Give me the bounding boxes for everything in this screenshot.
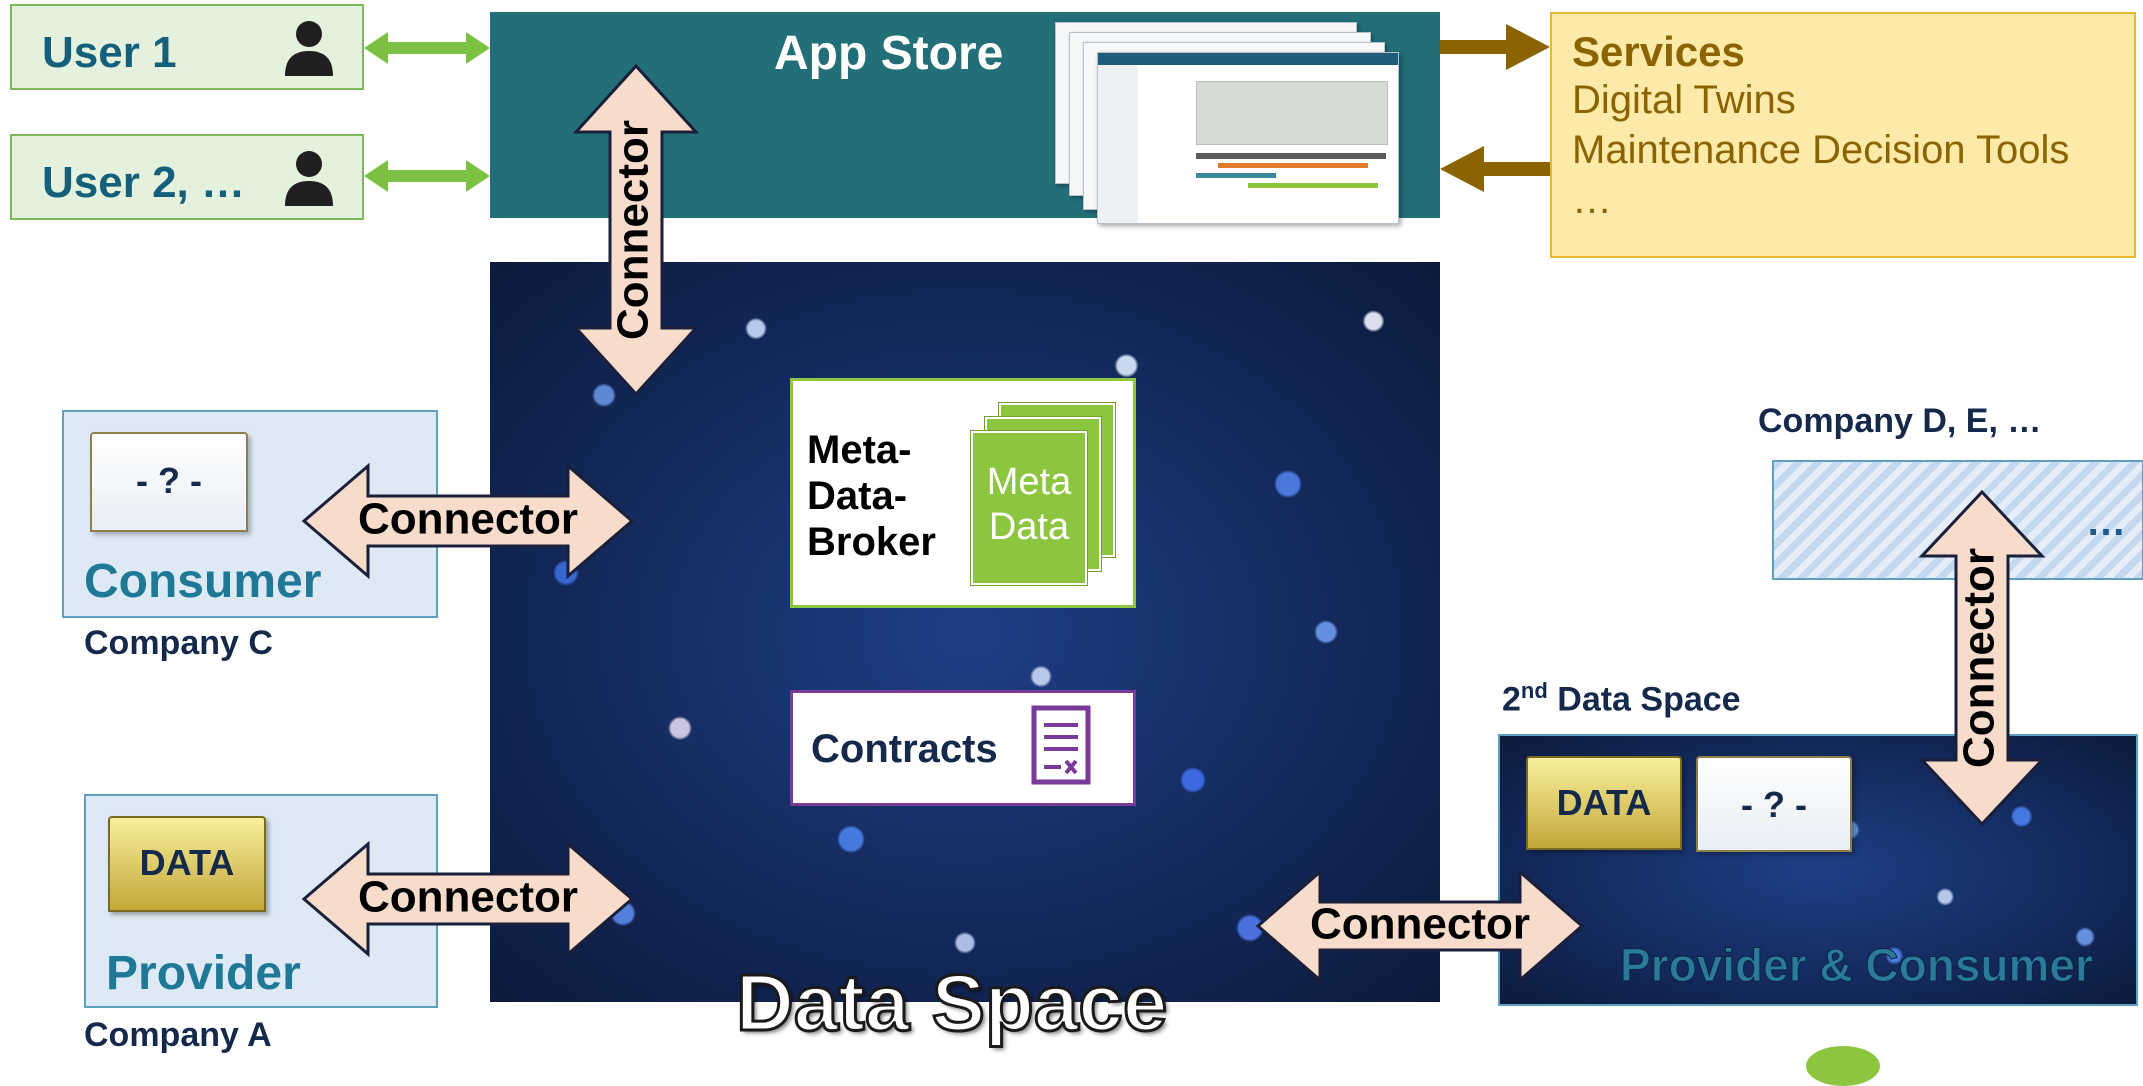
user-1-box: User 1 <box>10 4 364 90</box>
metadata-stack-icon: Meta Data <box>957 403 1117 593</box>
unknown-document-label: - ? - <box>136 460 202 501</box>
company-d-ellipsis: … <box>2086 500 2126 544</box>
metadata-icon-line: Data <box>988 506 1070 548</box>
unknown-document-icon: - ? - <box>90 432 248 532</box>
data-document-icon: DATA <box>108 816 266 912</box>
contracts-box: Contracts <box>790 690 1136 806</box>
user-2-label: User 2, … <box>42 158 245 207</box>
connector-company-d: Connector <box>1918 490 2046 826</box>
contracts-label: Contracts <box>811 727 998 771</box>
provider-label: Provider <box>106 947 301 1000</box>
app-store-title: App Store <box>774 27 1004 80</box>
connector-appstore: Connector <box>572 64 700 396</box>
user-1-double-arrow <box>364 32 490 64</box>
connector-second-space: Connector <box>1255 868 1585 984</box>
connector-label: Connector <box>1310 900 1530 949</box>
services-title: Services <box>1572 28 1745 75</box>
connector-label: Connector <box>609 120 658 340</box>
services-out-arrow <box>1440 24 1550 70</box>
app-screenshot-front <box>1097 52 1399 224</box>
data-document-label: DATA <box>1556 782 1652 823</box>
connector-provider: Connector <box>301 840 635 958</box>
company-d-label: Company D, E, … <box>1758 402 2042 440</box>
services-in-arrow <box>1440 146 1550 192</box>
company-a-label: Company A <box>84 1016 272 1054</box>
second-space-title: 2nd Data Space <box>1502 678 1741 719</box>
user-2-box: User 2, … <box>10 134 364 220</box>
consumer-label: Consumer <box>84 555 322 608</box>
second-data-space: DATA - ? - Provider & Consumer <box>1498 734 2138 1006</box>
services-item: … <box>1572 178 1612 222</box>
broker-label: Meta- Data- Broker <box>807 428 936 564</box>
user-1-label: User 1 <box>42 28 177 77</box>
data-document-icon: DATA <box>1526 756 1682 850</box>
metadata-icon-line: Meta <box>986 461 1072 503</box>
unknown-document-icon: - ? - <box>1696 756 1852 852</box>
services-item: Maintenance Decision Tools <box>1572 128 2070 172</box>
user-2-double-arrow <box>364 160 490 192</box>
decorative-green-circle <box>1806 1046 1880 1086</box>
connector-label: Connector <box>358 495 578 544</box>
meta-data-broker-box: Meta- Data- Broker Meta Data <box>790 378 1136 608</box>
connector-label: Connector <box>358 873 578 922</box>
services-box: Services Digital Twins Maintenance Decis… <box>1550 12 2136 258</box>
connector-consumer: Connector <box>301 462 635 580</box>
company-c-label: Company C <box>84 624 273 662</box>
services-item: Digital Twins <box>1572 78 1796 122</box>
provider-consumer-label: Provider & Consumer <box>1620 939 2094 992</box>
data-document-label: DATA <box>139 842 235 883</box>
app-screenshot-stack <box>1055 22 1405 224</box>
connector-label: Connector <box>1955 548 2004 768</box>
data-space-title: Data Space <box>734 957 1168 1049</box>
unknown-document-label: - ? - <box>1741 784 1807 825</box>
person-icon <box>285 151 333 206</box>
contract-icon <box>1031 705 1091 785</box>
map-thumbnail <box>1196 81 1388 145</box>
person-icon <box>285 21 333 76</box>
